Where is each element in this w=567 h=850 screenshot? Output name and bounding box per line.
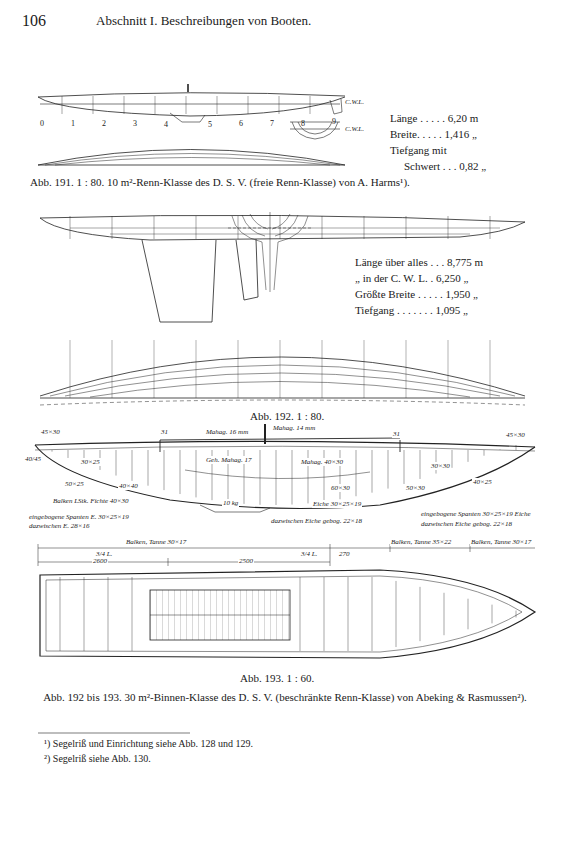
part-label: Balken, Tanne 35×22 (390, 538, 452, 546)
hull-profile-191 (38, 84, 345, 122)
station-number: 0 (40, 119, 44, 128)
figure-caption: Abb. 193. 1 : 60. (240, 672, 314, 685)
part-label: 2600 (92, 557, 108, 565)
dimension-lines-193 (38, 544, 535, 566)
part-label: 50×25 (64, 480, 85, 488)
station-number: 7 (270, 119, 274, 128)
station-number: 8 (301, 119, 305, 128)
part-label: Balken, Tanne 30×17 (125, 538, 187, 546)
station-number: 1 (71, 119, 75, 128)
figure-caption: Abb. 192. 1 : 80. (250, 410, 324, 423)
body-plan-192 (228, 212, 312, 292)
part-label: Mahag. 14 mm (272, 424, 316, 432)
part-label: 45×30 (505, 431, 526, 439)
part-label: 2500 (238, 557, 254, 565)
construction-profile-193 (35, 424, 535, 512)
deck-plan-193 (40, 570, 535, 658)
dimension-table: Länge . . . . . 6,20 m (390, 112, 478, 125)
station-number: 3 (133, 119, 137, 128)
part-label: Geh. Mahag. 17 (205, 456, 253, 464)
part-label: 30×25 (80, 458, 101, 466)
part-label: 31 (392, 430, 401, 438)
part-label: 45×30 (40, 428, 61, 436)
part-label: 270 (338, 550, 351, 558)
half-breadth-plan-191 (38, 150, 345, 166)
footnote-rule (38, 733, 190, 734)
part-label: Balken LStk. Fichte 40×30 (52, 497, 129, 505)
part-label: C.W.L. (344, 125, 365, 133)
part-label: 40×25 (472, 478, 493, 486)
part-label: Eiche 30×25×19 (312, 500, 362, 508)
station-number: 4 (164, 120, 168, 129)
part-label: dazwischen E. 28×16 (28, 522, 91, 530)
part-label: 30×30 (430, 462, 451, 470)
dimension-table: Breite. . . . . 1,416 „ (390, 128, 477, 141)
dimension-table: Schwert . . . 0,82 „ (404, 160, 486, 173)
dimension-table: „ in der C. W. L. . 6,250 „ (355, 272, 468, 285)
footnote: ¹) Segelriß und Einrichtung siehe Abb. 1… (44, 738, 253, 750)
part-label: C.W.L. (344, 98, 365, 106)
figure-caption: Abb. 191. 1 : 80. 10 m²-Renn-Klasse des … (30, 176, 410, 189)
dimension-table: Tiefgang mit (390, 144, 447, 157)
part-label: 10 kg (222, 499, 239, 507)
part-label: Mahag. 16 mm (205, 428, 249, 436)
dimension-table: Länge über alles . . . 8,775 m (355, 256, 483, 269)
page-number: 106 (22, 12, 46, 30)
part-label: 3/4 L. (300, 550, 318, 558)
part-label: 60×30 (330, 484, 351, 492)
station-number: 6 (239, 119, 243, 128)
part-label: 31 (160, 428, 169, 436)
station-number: 9 (332, 117, 336, 126)
running-head: Abschnitt I. Beschreibungen von Booten. (96, 14, 311, 29)
figure-caption: Abb. 192 bis 193. 30 m²-Binnen-Klasse de… (40, 690, 530, 705)
part-label: 40×40 (118, 482, 139, 490)
part-label: dazwischen Eiche gebog. 22×18 (420, 520, 513, 528)
station-number: 5 (208, 120, 212, 129)
footnote: ²) Segelriß siehe Abb. 130. (44, 753, 151, 765)
part-label: Balken, Tanne 30×17 (470, 538, 532, 546)
dimension-table: Tiefgang . . . . . . . 1,095 „ (355, 304, 468, 317)
part-label: eingebogene Spanten E. 30×25×19 (28, 513, 130, 521)
part-label: 50×30 (405, 484, 426, 492)
station-number: 2 (102, 119, 106, 128)
part-label: dazwischen Eiche gebog. 22×18 (270, 517, 363, 525)
part-label: 40/45 (24, 455, 42, 463)
part-label: Mahag. 40×30 (300, 458, 344, 466)
half-breadth-plan-192 (40, 340, 525, 405)
dimension-table: Größte Breite . . . . . 1,950 „ (355, 288, 478, 301)
hull-profile-192 (40, 215, 525, 322)
part-label: eingebogene Spanten 30×25×19 Eiche (420, 510, 532, 518)
